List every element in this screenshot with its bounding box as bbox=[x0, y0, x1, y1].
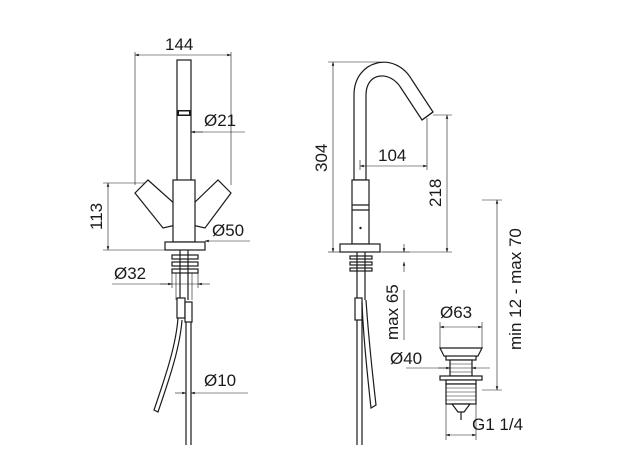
dim-shank-diameter-label: Ø32 bbox=[114, 264, 146, 283]
drain-view: Ø63 Ø40 min 12 - max 70 G1 1/4 bbox=[390, 199, 525, 440]
side-hose-left bbox=[356, 320, 363, 445]
dim-reach-label: 104 bbox=[378, 146, 406, 165]
faucet-base bbox=[164, 241, 206, 251]
dim-hose-diameter-label: Ø10 bbox=[204, 371, 236, 390]
dim-total-height-label: 304 bbox=[312, 144, 331, 172]
drain-body bbox=[445, 383, 477, 405]
side-hose-right bbox=[361, 299, 377, 409]
dim-deck-range-label: min 12 - max 70 bbox=[506, 228, 525, 350]
side-view: 304 104 218 max 65 bbox=[312, 61, 452, 445]
side-base bbox=[339, 243, 381, 253]
dim-width-label: 144 bbox=[165, 35, 193, 54]
dim-outlet-height-label: 218 bbox=[426, 179, 445, 207]
front-view: 144 Ø21 113 Ø50 Ø32 Ø10 bbox=[87, 35, 250, 445]
dim-max-deck-label: max 65 bbox=[383, 284, 402, 340]
dim-handle-height-label: 113 bbox=[87, 203, 106, 230]
dim-spout-diameter-label: Ø21 bbox=[204, 111, 236, 130]
dim-drain-cap-diameter-label: Ø63 bbox=[440, 303, 472, 322]
left-lever bbox=[134, 179, 177, 229]
side-body bbox=[351, 179, 370, 245]
dim-thread-label: G1 1/4 bbox=[472, 415, 523, 434]
dim-base-diameter-label: Ø50 bbox=[212, 221, 244, 240]
faucet-body bbox=[172, 179, 196, 243]
dim-drain-body-diameter-label: Ø40 bbox=[390, 349, 422, 368]
flex-hose-left bbox=[153, 317, 183, 413]
flex-hose-right bbox=[185, 322, 192, 445]
